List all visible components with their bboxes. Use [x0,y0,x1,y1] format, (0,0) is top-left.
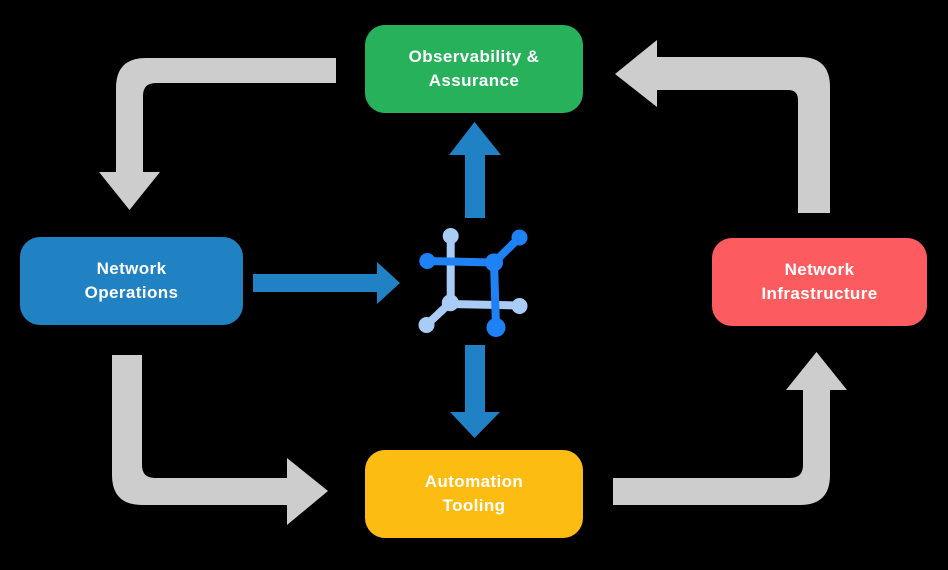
node-infrastructure-label: Network Infrastructure [761,260,878,303]
flow-arrow-icon-to-observability [449,122,501,218]
node-observability-label: Observability & Assurance [408,47,540,90]
flow-arrow-icon-to-automation [450,345,500,438]
node-observability-assurance: Observability & Assurance [365,25,583,113]
network-icon-dark-nodes [419,229,528,337]
cycle-arrow-infrastructure-to-observability [615,40,830,213]
cycle-arrow-automation-to-infrastructure [613,352,847,505]
cycle-arrow-observability-to-operations [99,58,336,210]
node-automation-label: Automation Tooling [424,472,524,515]
network-nodes-icon [418,228,528,337]
cycle-arrows [99,40,847,525]
node-network-infrastructure: Network Infrastructure [712,238,927,326]
node-automation-tooling: Automation Tooling [365,450,583,538]
network-icon-light-nodes [418,228,528,333]
flow-arrow-operations-to-icon [253,262,400,304]
node-network-operations: Network Operations [20,237,243,325]
node-operations-label: Network Operations [84,259,179,302]
flow-arrows [253,122,501,438]
cycle-arrow-operations-to-automation [112,355,328,525]
